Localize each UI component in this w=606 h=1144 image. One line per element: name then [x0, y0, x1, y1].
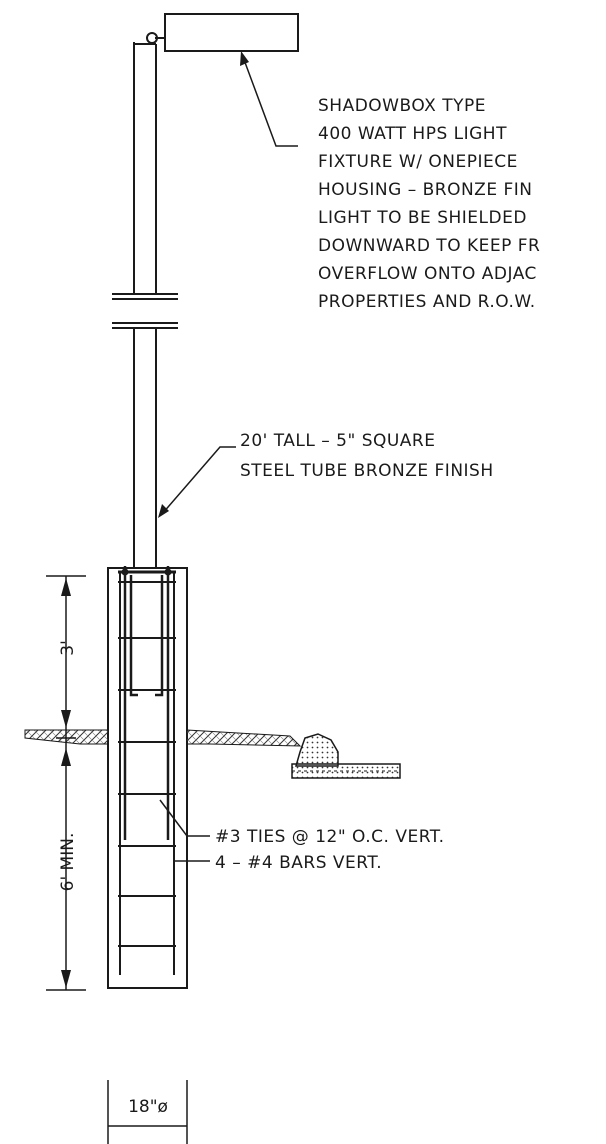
fixture-note-line: OVERFLOW ONTO ADJAC [318, 264, 537, 284]
soil-hatch-right [186, 729, 302, 747]
anchor-bolt-right [155, 575, 164, 697]
leader-lines [158, 51, 298, 862]
grade-line [24, 729, 401, 779]
pole-note-line: STEEL TUBE BRONZE FINISH [240, 461, 494, 481]
anchor-bolt-left [129, 575, 138, 697]
dimension-above-grade: 3' [58, 640, 78, 656]
fixture-note-line: DOWNWARD TO KEEP FR [318, 236, 540, 256]
dimension-lines [46, 575, 188, 1144]
fixture-housing [164, 13, 299, 52]
concrete-foundation [107, 566, 188, 989]
fixture-note-line: FIXTURE W/ ONEPIECE [318, 152, 518, 172]
pole-note-line: 20' TALL – 5" SQUARE [240, 431, 436, 451]
foundation-outline [107, 567, 188, 989]
ties [118, 581, 176, 947]
bars-note: 4 – #4 BARS VERT. [215, 853, 382, 873]
steel-pole [112, 42, 178, 568]
ties-note: #3 TIES @ 12" O.C. VERT. [215, 827, 445, 847]
fixture-note: SHADOWBOX TYPE 400 WATT HPS LIGHT FIXTUR… [318, 96, 540, 312]
fixture-note-line: HOUSING – BRONZE FIN [318, 180, 532, 200]
fixture-note-line: PROPERTIES AND R.O.W. [318, 292, 536, 312]
curb [295, 733, 339, 767]
dimension-diameter: 18"ø [128, 1097, 168, 1117]
anchor-bolt-left-nut [121, 568, 129, 576]
anchor-bolt-right-nut [164, 568, 172, 576]
light-fixture [146, 13, 299, 52]
fixture-note-line: 400 WATT HPS LIGHT [318, 124, 507, 144]
fixture-note-line: LIGHT TO BE SHIELDED [318, 208, 527, 228]
pole-note: 20' TALL – 5" SQUARE STEEL TUBE BRONZE F… [240, 431, 494, 481]
dimension-below-grade: 6' MIN. [58, 833, 78, 892]
fixture-note-line: SHADOWBOX TYPE [318, 96, 486, 116]
